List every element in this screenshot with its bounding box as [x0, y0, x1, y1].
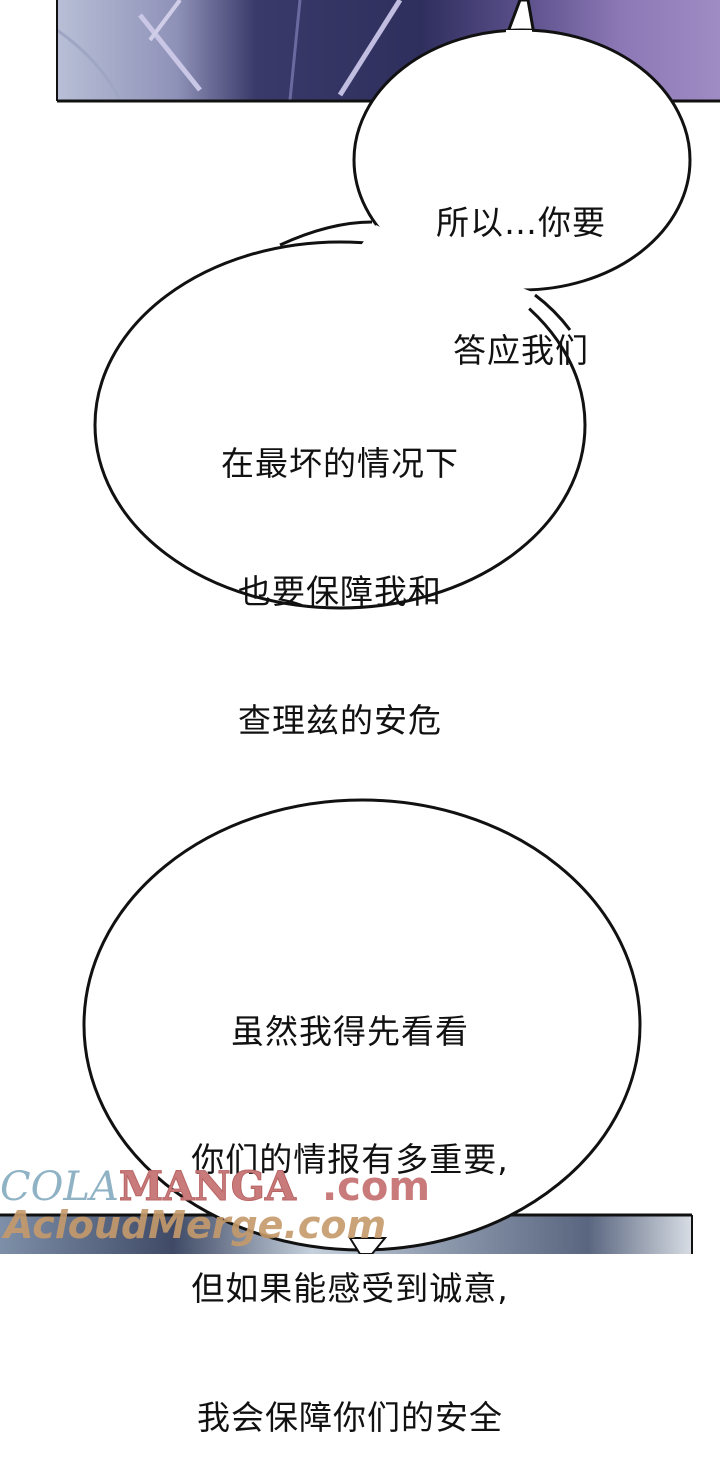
bubble-3-line-4: 我会保障你们的安全 [197, 1397, 503, 1437]
bubble-1-text: 所以…你要 答应我们 [396, 116, 646, 416]
watermark-dotcom: .com [321, 1164, 431, 1210]
speech-bubble-3 [82, 798, 642, 1254]
bubble-3-line-3: 但如果能感受到诚意, [191, 1269, 509, 1309]
speech-bubble-1-2 [93, 0, 692, 610]
bubble-2-line-3: 查理兹的安危 [238, 701, 442, 741]
bubble-2-text: 在最坏的情况下 也要保障我和 查理兹的安危 [185, 357, 495, 786]
bubble-2-line-2: 也要保障我和 [238, 572, 442, 612]
bubble-1-line-1: 所以…你要 [436, 202, 606, 242]
bubble-3-line-1: 虽然我得先看看 [231, 1011, 469, 1051]
watermark-acloudmerge: AcloudMerge.com [4, 1203, 387, 1247]
bubble-3-line-2: 你们的情报有多重要, [191, 1140, 509, 1180]
bubble-2-line-1: 在最坏的情况下 [221, 443, 459, 483]
bubble-1-line-2: 答应我们 [453, 331, 589, 371]
watermark-colamanga: COLAMANGA .com [0, 1163, 431, 1211]
watermark-cola: COLA [0, 1164, 119, 1210]
watermark-manga: MANGA [118, 1163, 296, 1211]
manga-artwork [0, 0, 720, 1254]
